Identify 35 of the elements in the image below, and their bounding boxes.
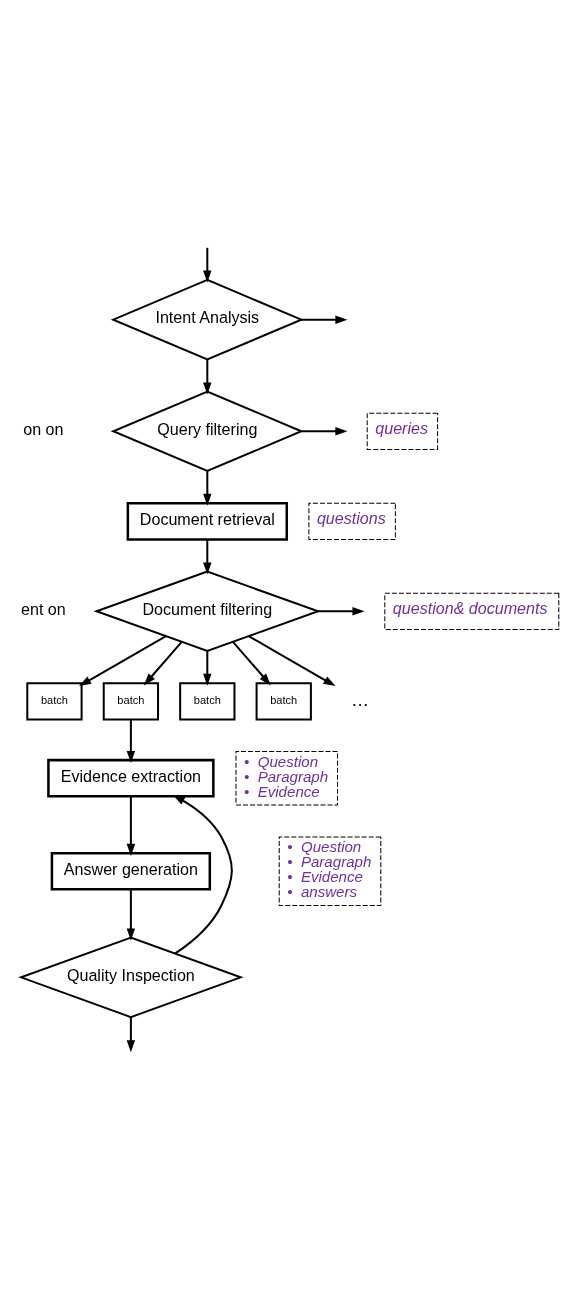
- node-diamond: Quality Inspection: [18, 936, 244, 1019]
- arrow: [301, 427, 348, 436]
- node-box: Document retrieval: [126, 501, 288, 541]
- node-box: batch: [26, 682, 83, 721]
- arrow: [126, 1017, 136, 1053]
- arrow: [143, 641, 183, 686]
- node-box: queries: [366, 412, 439, 450]
- node-diamond: Intent Analysis: [110, 278, 304, 361]
- node-box: questions: [308, 502, 396, 540]
- arrow: [232, 641, 271, 686]
- arrow: [203, 539, 212, 575]
- arrow: [126, 719, 136, 763]
- node-box: batch: [102, 682, 160, 721]
- arrow: [248, 635, 336, 687]
- arrow: [126, 796, 136, 856]
- arrow: [318, 607, 365, 616]
- node-box: • Question • Paragraph • Evidence • answers: [278, 836, 382, 906]
- arrow: [126, 889, 136, 941]
- arrow: [203, 471, 212, 506]
- label: ent on: [21, 600, 66, 619]
- label: on on: [23, 420, 64, 439]
- node-box: batch: [255, 682, 312, 721]
- node-box: question& documents: [384, 592, 560, 630]
- node-diamond: Query filtering: [110, 390, 304, 473]
- node-box: batch: [179, 682, 236, 721]
- arrow: [172, 794, 233, 955]
- arrow: [203, 247, 212, 283]
- arrow: [203, 651, 212, 686]
- arrow: [301, 315, 348, 324]
- node-text: …: [351, 689, 370, 710]
- node-box: • Question • Paragraph • Evidence: [235, 751, 339, 806]
- node-box: Evidence extraction: [47, 758, 215, 798]
- arrow: [203, 359, 212, 395]
- arrow: [79, 635, 167, 687]
- node-box: Answer generation: [50, 851, 212, 891]
